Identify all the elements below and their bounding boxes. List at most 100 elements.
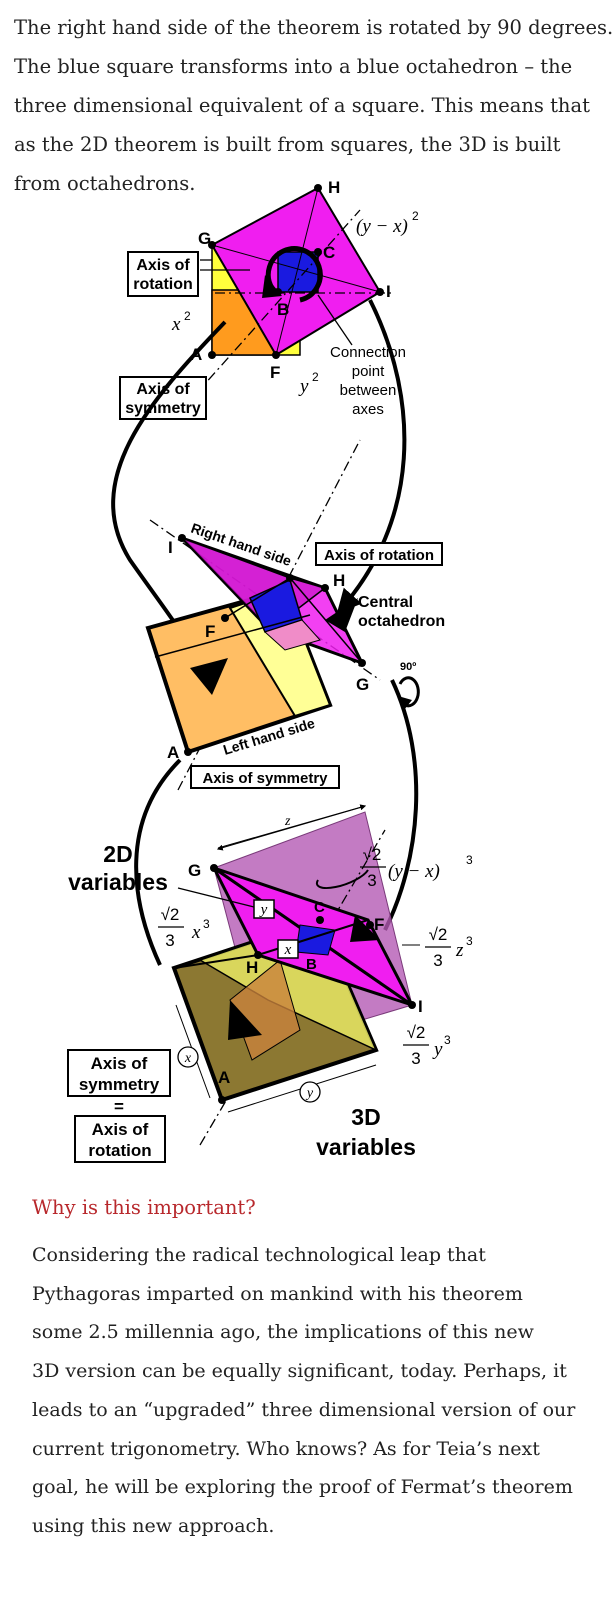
fraction-numerator: √2 — [161, 905, 180, 924]
label-C: C — [314, 899, 325, 916]
transform-curve — [134, 758, 182, 966]
point-I — [178, 534, 186, 542]
point-B — [274, 288, 282, 296]
rotation-ellipse-icon — [315, 869, 369, 889]
label-I: I — [386, 282, 391, 301]
leader-line — [317, 294, 353, 346]
math-x-cubed: x — [191, 922, 201, 943]
central-octahedron-label: Central — [358, 594, 413, 611]
variable-x: x — [184, 1051, 192, 1066]
3d-variables-label: variables — [316, 1134, 416, 1160]
axis-label: Axis of rotation — [324, 547, 434, 564]
transform-curve — [336, 299, 407, 614]
math-y-minus-x-cubed: (y − x) — [388, 861, 440, 882]
variable-box — [253, 899, 275, 919]
variable-y: y — [259, 902, 268, 918]
pink-face — [264, 619, 321, 651]
section-paragraph: Considering the radical technological le… — [32, 1236, 575, 1546]
symmetry-axis — [194, 209, 361, 396]
point-H — [314, 184, 322, 192]
section-heading: Why is this important? — [32, 1196, 256, 1219]
rotation-arrowhead-icon — [398, 696, 412, 710]
fraction-denominator: 3 — [433, 951, 442, 970]
axis-label: symmetry — [79, 1075, 160, 1094]
exponent: 3 — [444, 1033, 451, 1047]
pythagoras-3d-diagram: H G I C B A F (y − x) 2 x 2 y 2 Axis of … — [67, 178, 473, 1163]
point-H — [321, 584, 329, 592]
axis-label: rotation — [88, 1141, 151, 1160]
fraction-numerator: √2 — [429, 925, 448, 944]
label-A: A — [218, 1068, 230, 1087]
fold-line — [173, 954, 259, 969]
section-line: 3D version can be equally significant, t… — [32, 1360, 567, 1383]
axis-label: Axis of — [136, 257, 190, 274]
section-line: some 2.5 millennia ago, the implications… — [32, 1321, 534, 1344]
fraction-denominator: 3 — [165, 931, 174, 950]
label-I: I — [418, 997, 423, 1016]
point-H — [254, 951, 262, 959]
central-octahedron-label: octahedron — [358, 613, 445, 630]
variable-box — [277, 939, 299, 959]
intro-line: as the 2D theorem is built from squares,… — [14, 133, 561, 156]
label-B: B — [277, 300, 289, 319]
top-figure: H G I C B A F (y − x) 2 x 2 y 2 Axis of … — [119, 178, 419, 420]
axis-label: Axis of — [91, 1054, 148, 1073]
point-C — [316, 916, 324, 924]
intro-line: The right hand side of the theorem is ro… — [14, 16, 613, 39]
axis-of-rotation-box — [74, 1115, 166, 1163]
exponent: 3 — [466, 934, 473, 948]
label-F: F — [270, 363, 280, 382]
variable-circle — [177, 1046, 199, 1068]
exponent: 2 — [184, 309, 191, 323]
arrowhead-icon — [325, 598, 358, 632]
math-y-squared: y — [298, 376, 309, 397]
fold-line — [257, 919, 369, 956]
bottom-figure: z G I H F A B C y x x y — [67, 804, 473, 1163]
label-F: F — [205, 622, 215, 641]
rotation-arrow-icon — [398, 676, 420, 708]
intro-paragraph: The right hand side of the theorem is ro… — [14, 8, 613, 203]
axis-of-rotation-box — [127, 251, 199, 297]
variable-y: y — [305, 1086, 314, 1101]
axis-of-symmetry-box — [67, 1049, 171, 1097]
diagonal-line — [211, 244, 381, 293]
connection-label: between — [340, 382, 397, 399]
label-A: A — [167, 743, 179, 762]
axis-label: Axis of — [92, 1120, 149, 1139]
fraction-numerator: √2 — [363, 845, 382, 864]
math-y-cubed: y — [432, 1039, 443, 1060]
point-F — [272, 351, 280, 359]
exponent: 2 — [312, 370, 319, 384]
label-G: G — [188, 861, 201, 880]
section-line: Considering the radical technological le… — [32, 1244, 486, 1266]
fold-line — [154, 614, 311, 658]
point-G — [358, 659, 366, 667]
point-G — [210, 864, 218, 872]
point-F — [366, 921, 374, 929]
point-I — [376, 288, 384, 296]
label-H: H — [333, 571, 345, 590]
equals-sign: = — [114, 1097, 124, 1116]
dimension-line — [216, 806, 363, 851]
intro-line: from octahedrons. — [14, 172, 196, 195]
label-G: G — [356, 675, 369, 694]
math-z: z — [284, 814, 291, 829]
math-y-minus-x-squared: (y − x) — [356, 216, 408, 237]
math-x-squared: x — [171, 314, 181, 335]
section-line: Pythagoras imparted on mankind with his … — [32, 1282, 523, 1305]
variable-x: x — [284, 942, 292, 958]
point-F — [221, 614, 229, 622]
axis-of-rotation-box — [315, 542, 443, 566]
section-line: using this new approach. — [32, 1514, 275, 1537]
math-z-cubed: z — [455, 940, 464, 961]
point-A — [184, 748, 192, 756]
section-line: current trigonometry. Who knows? As for … — [32, 1437, 540, 1460]
point-A — [208, 351, 216, 359]
exponent: 2 — [412, 209, 419, 223]
label-H: H — [328, 178, 340, 197]
connection-label: axes — [352, 401, 384, 418]
point-G — [208, 241, 216, 249]
leader-line — [177, 887, 255, 908]
fraction-numerator: √2 — [407, 1023, 426, 1042]
section-line: goal, he will be exploring the proof of … — [32, 1476, 573, 1499]
